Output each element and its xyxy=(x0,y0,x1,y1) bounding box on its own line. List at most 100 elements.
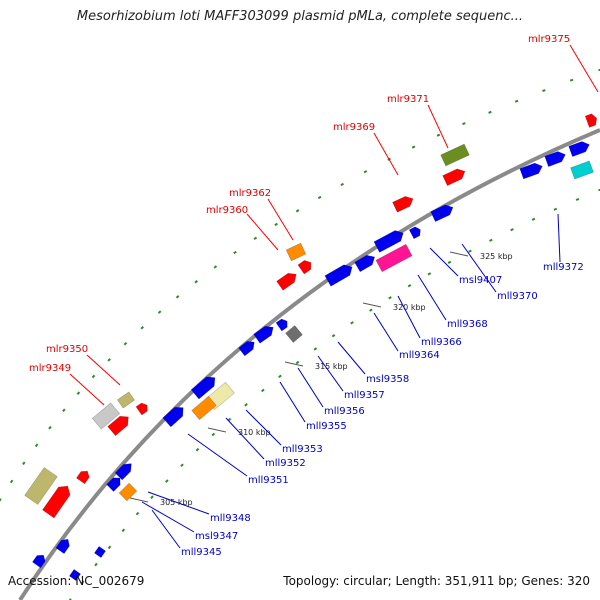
gene-feature[interactable] xyxy=(135,401,150,416)
gene-arrow[interactable] xyxy=(162,403,187,428)
reverse-gene-label[interactable]: mll9366 xyxy=(421,337,462,348)
reverse-gene-label[interactable]: mll9355 xyxy=(306,421,347,432)
reverse-gene-label[interactable]: mll9372 xyxy=(543,262,584,273)
gene-feature[interactable] xyxy=(442,166,468,187)
reverse-gene-label[interactable]: mll9348 xyxy=(210,513,251,524)
gene-feature[interactable] xyxy=(285,325,303,343)
gene-arrow[interactable] xyxy=(135,401,150,416)
gene-arrow[interactable] xyxy=(430,202,456,223)
gene-arrow[interactable] xyxy=(76,468,91,485)
gene-arrow[interactable] xyxy=(544,149,568,167)
reverse-gene-label[interactable]: mll9353 xyxy=(282,444,323,455)
gene-box[interactable] xyxy=(570,160,594,180)
gene-feature[interactable] xyxy=(76,468,91,485)
gene-arrow[interactable] xyxy=(32,552,47,569)
gene-feature[interactable] xyxy=(253,323,277,344)
gene-box[interactable] xyxy=(375,243,413,273)
gene-box[interactable] xyxy=(191,395,217,421)
gene-feature[interactable] xyxy=(276,270,300,291)
gene-box[interactable] xyxy=(24,467,58,505)
gene-feature[interactable] xyxy=(440,143,470,167)
reverse-gene-label[interactable]: mll9364 xyxy=(399,350,440,361)
gene-feature[interactable] xyxy=(91,402,121,430)
gene-feature[interactable] xyxy=(190,373,219,400)
forward-gene-label[interactable]: mlr9360 xyxy=(206,205,248,216)
reverse-gene-label[interactable]: msl9347 xyxy=(195,531,238,542)
gene-box[interactable] xyxy=(91,402,121,430)
gene-arrow[interactable] xyxy=(408,225,423,240)
gene-box[interactable] xyxy=(285,242,307,262)
forward-gene-label[interactable]: mlr9350 xyxy=(46,344,88,355)
gene-feature[interactable] xyxy=(107,412,133,437)
reverse-gene-label[interactable]: mll9356 xyxy=(324,406,365,417)
gene-box[interactable] xyxy=(94,546,106,558)
gene-arrow[interactable] xyxy=(114,460,135,481)
gene-arrow[interactable] xyxy=(238,338,258,357)
forward-gene-label[interactable]: mlr9375 xyxy=(528,34,570,45)
gene-feature[interactable] xyxy=(408,225,423,240)
gene-feature[interactable] xyxy=(114,460,135,481)
gene-feature[interactable] xyxy=(285,242,307,262)
gene-box[interactable] xyxy=(285,325,303,343)
forward-gene-label[interactable]: mlr9349 xyxy=(29,363,71,374)
gc-dot xyxy=(211,432,216,437)
gene-feature[interactable] xyxy=(275,317,290,332)
gene-arrow[interactable] xyxy=(324,262,355,287)
gene-feature[interactable] xyxy=(324,262,355,287)
gene-feature[interactable] xyxy=(106,475,124,492)
forward-gene-label[interactable]: mlr9362 xyxy=(229,188,271,199)
gene-feature[interactable] xyxy=(373,228,406,253)
gene-feature[interactable] xyxy=(162,403,187,428)
reverse-gene-label[interactable]: mll9345 xyxy=(181,547,222,558)
gene-feature[interactable] xyxy=(354,252,378,273)
gene-feature[interactable] xyxy=(375,243,413,273)
gene-feature[interactable] xyxy=(94,546,106,558)
gene-arrow[interactable] xyxy=(373,228,406,253)
gene-arrow[interactable] xyxy=(55,536,72,555)
gene-feature[interactable] xyxy=(32,552,47,569)
gene-arrow[interactable] xyxy=(354,252,378,273)
gene-arrow[interactable] xyxy=(568,139,592,157)
forward-gene-label[interactable]: mlr9369 xyxy=(333,122,375,133)
gene-feature[interactable] xyxy=(55,536,72,555)
gene-arrow[interactable] xyxy=(519,161,544,180)
gene-arrow[interactable] xyxy=(190,373,219,400)
gene-arrow[interactable] xyxy=(442,166,468,187)
reverse-gene-label[interactable]: mll9351 xyxy=(248,475,289,486)
gene-arrow[interactable] xyxy=(107,412,133,437)
gene-feature[interactable] xyxy=(430,202,456,223)
gene-arrow[interactable] xyxy=(276,270,300,291)
reverse-gene-label[interactable]: mll9357 xyxy=(344,390,385,401)
gene-feature[interactable] xyxy=(118,482,138,502)
gene-feature[interactable] xyxy=(544,149,568,167)
gene-feature[interactable] xyxy=(69,569,81,581)
gene-feature[interactable] xyxy=(570,160,594,180)
gene-arrow[interactable] xyxy=(584,113,599,128)
gene-feature[interactable] xyxy=(42,482,74,519)
reverse-gene-label[interactable]: msl9358 xyxy=(366,374,409,385)
gene-feature[interactable] xyxy=(519,161,544,180)
gene-arrow[interactable] xyxy=(106,475,124,492)
gene-arrow[interactable] xyxy=(392,194,416,213)
gene-feature[interactable] xyxy=(238,338,258,357)
gene-feature[interactable] xyxy=(297,258,314,275)
gene-box[interactable] xyxy=(69,569,81,581)
gene-feature[interactable] xyxy=(392,194,416,213)
gene-box[interactable] xyxy=(118,482,138,502)
gene-feature[interactable] xyxy=(191,395,217,421)
gene-box[interactable] xyxy=(116,391,136,409)
reverse-gene-label[interactable]: mll9370 xyxy=(497,291,538,302)
reverse-gene-label[interactable]: mll9352 xyxy=(265,458,306,469)
gene-feature[interactable] xyxy=(584,113,599,128)
gene-feature[interactable] xyxy=(116,391,136,409)
gene-box[interactable] xyxy=(440,143,470,167)
gene-feature[interactable] xyxy=(24,467,58,505)
forward-gene-label[interactable]: mlr9371 xyxy=(387,94,429,105)
gene-feature[interactable] xyxy=(568,139,592,157)
gene-arrow[interactable] xyxy=(253,323,277,344)
gene-arrow[interactable] xyxy=(42,482,74,519)
reverse-gene-label[interactable]: msl9407 xyxy=(459,275,502,286)
gene-arrow[interactable] xyxy=(297,258,314,275)
gene-arrow[interactable] xyxy=(275,317,290,332)
reverse-gene-label[interactable]: mll9368 xyxy=(447,319,488,330)
